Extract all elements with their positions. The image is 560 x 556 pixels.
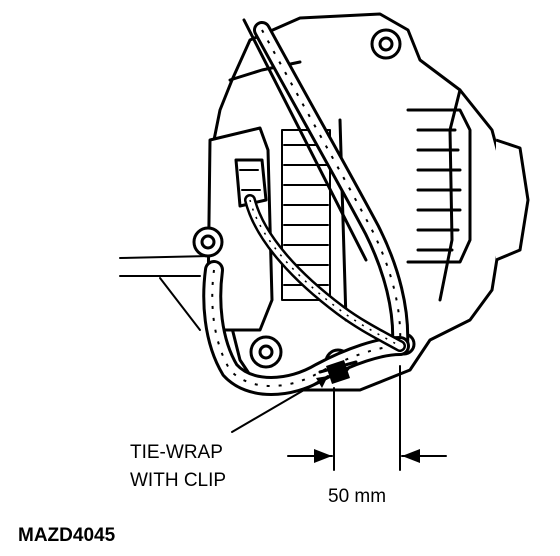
mounting-bolt-top	[370, 28, 402, 60]
mounting-bolt-left	[192, 226, 224, 258]
callout-label-line2: WITH CLIP	[130, 470, 226, 491]
connector	[234, 158, 268, 208]
dimension-label: 50 mm	[328, 486, 386, 507]
tie-wrap-clip	[318, 360, 358, 384]
callout-leader	[231, 375, 329, 433]
mounting-bolt-bottom-left	[249, 335, 283, 369]
callout-label-line1: TIE-WRAP	[130, 442, 223, 463]
dimension-lines	[287, 365, 447, 471]
figure-code: MAZD4045	[18, 525, 116, 546]
mounting-bracket	[119, 255, 211, 331]
wiring-harness	[202, 18, 410, 396]
